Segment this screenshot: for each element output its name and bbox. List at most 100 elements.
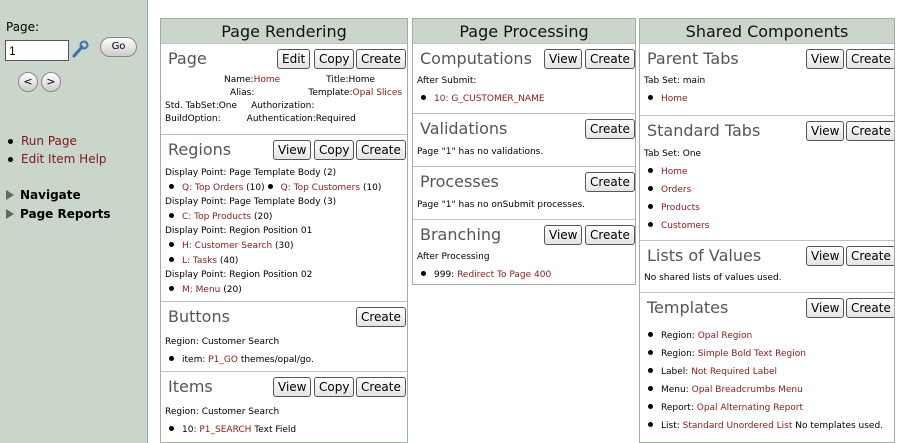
copy-regions-button[interactable]: Copy	[314, 140, 355, 160]
edit-page-button[interactable]: Edit	[277, 49, 311, 69]
templates-list: Region: Opal Region Region: Simple Bold …	[644, 327, 883, 435]
parent-tabs-section-title: Parent Tabs	[647, 49, 739, 68]
region-link[interactable]: C: Top Products	[182, 211, 252, 222]
view-items-button[interactable]: View	[273, 377, 312, 397]
list-item: List: Standard Unordered List No templat…	[644, 417, 883, 435]
standard-tab-link[interactable]: Home	[661, 167, 688, 177]
left-sidebar: Page: Go < > Run Page Edit Item Help Nav…	[0, 0, 148, 443]
processes-section-title: Processes	[420, 172, 499, 191]
standard-tabs-section-title: Standard Tabs	[647, 121, 761, 140]
title-label: Title:	[326, 75, 349, 85]
action-links: Run Page Edit Item Help	[8, 132, 107, 168]
list-item: item: P1_GO themes/opal/go.	[165, 351, 314, 369]
create-items-button[interactable]: Create	[356, 377, 406, 397]
standard-tab-link[interactable]: Products	[661, 203, 700, 213]
template-link[interactable]: Opal Breadcrumbs Menu	[691, 385, 803, 395]
list-item: 999: Redirect To Page 400	[417, 266, 551, 284]
create-page-button[interactable]: Create	[356, 49, 406, 69]
edit-item-help-link[interactable]: Edit Item Help	[21, 152, 107, 166]
create-validations-button[interactable]: Create	[585, 119, 635, 139]
create-standard-tabs-button[interactable]: Create	[846, 121, 894, 141]
page-template-link[interactable]: Opal Slices	[352, 88, 403, 98]
template-link[interactable]: Standard Unordered List	[682, 421, 793, 431]
previous-page-button[interactable]: <	[18, 72, 38, 92]
view-branching-button[interactable]: View	[544, 225, 583, 245]
next-page-button[interactable]: >	[41, 72, 61, 92]
view-computations-button[interactable]: View	[544, 49, 583, 69]
list-item: Region: Simple Bold Text Region	[644, 345, 883, 363]
template-type: Report:	[661, 403, 697, 413]
region-count: (10)	[243, 182, 265, 193]
page-number-input[interactable]	[5, 40, 69, 61]
run-page-link-item[interactable]: Run Page	[8, 132, 107, 150]
list-item: Q: Top Orders (10)Q: Top Customers (10)	[165, 181, 381, 196]
parent-tab-link[interactable]: Home	[661, 94, 688, 104]
standard-tab-link[interactable]: Customers	[661, 221, 710, 231]
template-type: Label:	[661, 367, 692, 377]
view-templates-button[interactable]: View	[806, 298, 845, 318]
region-link[interactable]: Q: Top Customers	[280, 182, 361, 193]
branching-section-title: Branching	[420, 225, 502, 244]
regions-section: Regions View Copy Create Display Point: …	[161, 134, 407, 301]
template-suffix: No templates used.	[792, 421, 884, 431]
after-processing-label: After Processing	[417, 252, 490, 262]
page-name-link[interactable]: Home	[253, 75, 281, 85]
region-link[interactable]: L: Tasks	[182, 255, 218, 266]
tabset-label: Tab Set: One	[644, 149, 702, 159]
create-button-button[interactable]: Create	[356, 307, 406, 327]
edit-item-help-link-item[interactable]: Edit Item Help	[8, 150, 107, 168]
run-page-link[interactable]: Run Page	[21, 134, 77, 148]
items-section-title: Items	[168, 377, 213, 396]
region-count: (30)	[272, 240, 294, 251]
find-page-icon[interactable]	[70, 39, 90, 59]
templates-section-title: Templates	[647, 298, 729, 317]
std-tabset: Std. TabSet:One	[165, 101, 238, 111]
copy-page-button[interactable]: Copy	[314, 49, 355, 69]
authorization-label: Authorization:	[251, 101, 315, 111]
list-item: Label: Not Required Label	[644, 363, 883, 381]
template-link[interactable]: Not Required Label	[691, 367, 778, 377]
template-link[interactable]: Simple Bold Text Region	[697, 349, 806, 359]
display-point-label: Display Point: Page Template Body (3)	[165, 197, 337, 208]
create-lov-button[interactable]: Create	[846, 246, 894, 266]
branch-link[interactable]: Redirect To Page 400	[457, 270, 552, 280]
items-list: Region: Customer Search 10: P1_SEARCH Te…	[165, 403, 296, 439]
item-link[interactable]: P1_SEARCH	[199, 425, 252, 435]
template-link[interactable]: Opal Region	[697, 331, 753, 341]
region-link[interactable]: H: Customer Search	[182, 240, 273, 251]
region-link[interactable]: M: Menu	[182, 284, 221, 295]
standard-tab-link[interactable]: Orders	[661, 185, 692, 195]
create-computations-button[interactable]: Create	[585, 49, 635, 69]
computations-section-title: Computations	[420, 49, 532, 68]
expand-triangle-icon	[6, 190, 14, 200]
page-reports-menu[interactable]: Page Reports	[6, 205, 111, 224]
computation-link[interactable]: 10: G_CUSTOMER_NAME	[434, 94, 545, 104]
list-item: Customers	[644, 217, 709, 235]
page-reports-label: Page Reports	[20, 207, 111, 221]
create-branching-button[interactable]: Create	[585, 225, 635, 245]
create-parent-tabs-button[interactable]: Create	[846, 49, 894, 69]
region-link[interactable]: Q: Top Orders	[182, 182, 244, 193]
view-standard-tabs-button[interactable]: View	[806, 121, 845, 141]
list-item: L: Tasks (40)	[165, 254, 381, 269]
computations-list: After Submit: 10: G_CUSTOMER_NAME	[417, 72, 545, 108]
go-button[interactable]: Go	[100, 37, 137, 57]
template-type: List:	[661, 421, 683, 431]
region-count: (10)	[360, 182, 382, 193]
template-link[interactable]: Opal Alternating Report	[696, 403, 804, 413]
create-processes-button[interactable]: Create	[585, 172, 635, 192]
region-count: (40)	[217, 255, 239, 266]
navigate-label: Navigate	[20, 188, 81, 202]
region-count: (20)	[220, 284, 242, 295]
templates-section: Templates View Create Region: Opal Regio…	[640, 292, 894, 442]
button-item-link[interactable]: P1_GO	[208, 355, 238, 365]
copy-items-button[interactable]: Copy	[314, 377, 355, 397]
processes-section: Processes Create Page "1" has no onSubmi…	[413, 166, 635, 219]
create-templates-button[interactable]: Create	[846, 298, 894, 318]
create-regions-button[interactable]: Create	[356, 140, 406, 160]
tabset-label: Tab Set: main	[644, 76, 706, 86]
navigate-menu[interactable]: Navigate	[6, 186, 111, 205]
view-lov-button[interactable]: View	[806, 246, 845, 266]
view-regions-button[interactable]: View	[273, 140, 312, 160]
view-parent-tabs-button[interactable]: View	[806, 49, 845, 69]
